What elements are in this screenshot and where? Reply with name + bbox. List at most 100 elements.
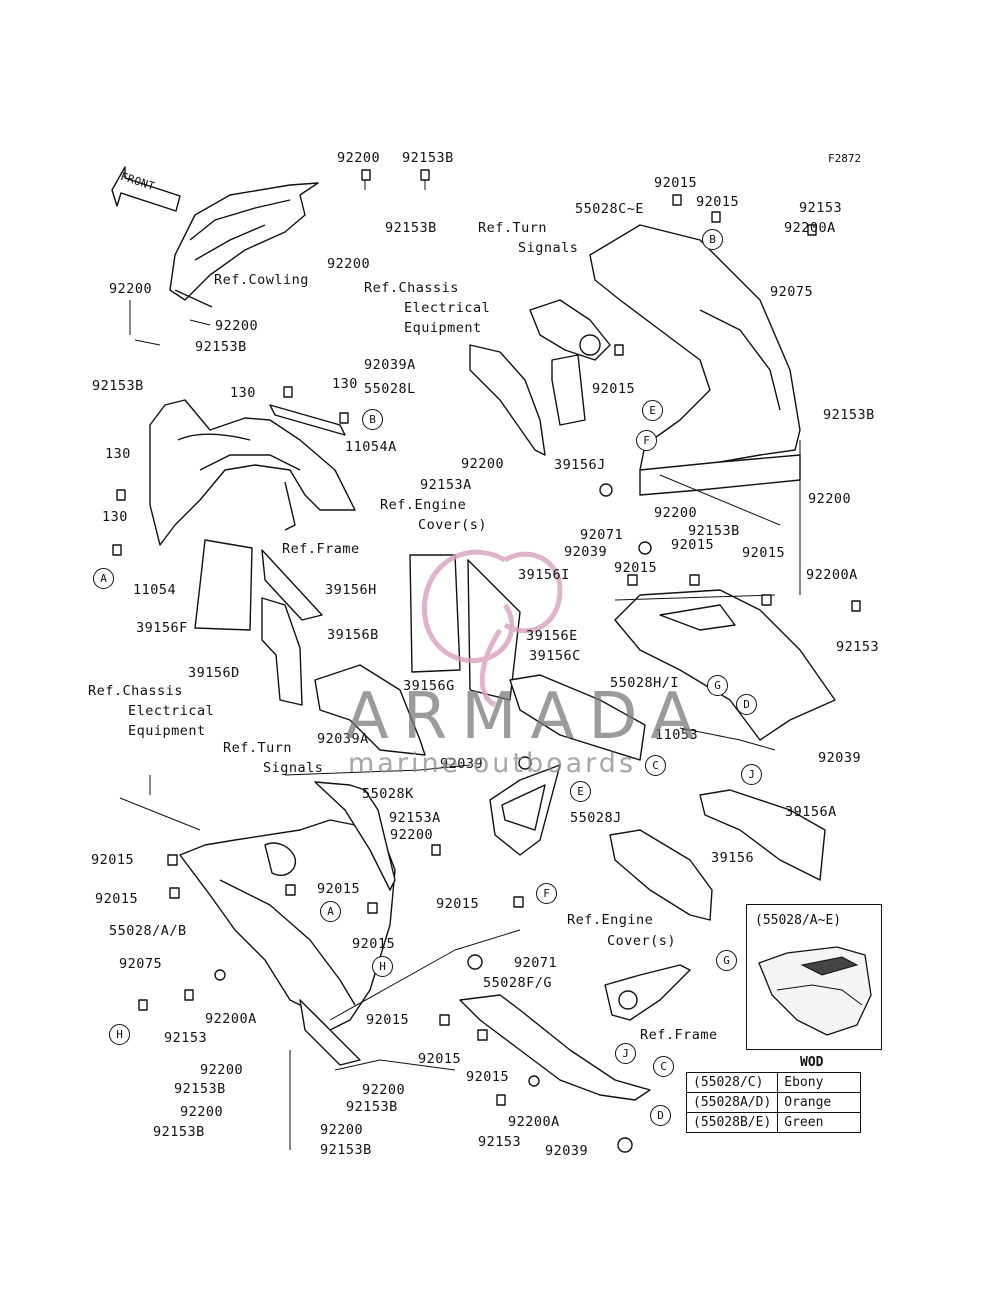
part-label[interactable]: 55028/A/B — [109, 923, 187, 939]
part-label[interactable]: 92153A — [389, 810, 441, 826]
reference-circle-h[interactable]: H — [372, 956, 393, 977]
part-label[interactable]: 92015 — [592, 381, 636, 397]
reference-circle-a[interactable]: A — [320, 901, 341, 922]
part-label[interactable]: 92039 — [564, 544, 608, 560]
part-label[interactable]: 92200 — [390, 827, 434, 843]
part-label[interactable]: 130 — [332, 376, 358, 392]
part-label[interactable]: 92200 — [362, 1082, 406, 1098]
part-label[interactable]: 92153B — [92, 378, 144, 394]
part-label[interactable]: Ref.Engine — [380, 497, 467, 513]
reference-circle-g[interactable]: G — [707, 675, 728, 696]
part-label[interactable]: 92153 — [478, 1134, 522, 1150]
part-label[interactable]: 130 — [102, 509, 128, 525]
part-label[interactable]: 92200 — [320, 1122, 364, 1138]
part-label[interactable]: 92153 — [836, 639, 880, 655]
part-label[interactable]: 39156E — [526, 628, 578, 644]
part-label[interactable]: 92153B — [823, 407, 875, 423]
part-label[interactable]: 39156C — [529, 648, 581, 664]
part-label[interactable]: Ref.Frame — [640, 1027, 718, 1043]
part-label[interactable]: Electrical — [404, 300, 491, 316]
part-label[interactable]: 39156D — [188, 665, 240, 681]
part-label[interactable]: 92153B — [174, 1081, 226, 1097]
part-label[interactable]: 92200 — [180, 1104, 224, 1120]
part-label[interactable]: 92039A — [317, 731, 369, 747]
part-label[interactable]: 39156J — [554, 457, 606, 473]
part-label[interactable]: 92200 — [109, 281, 153, 297]
part-label[interactable]: 92015 — [614, 560, 658, 576]
part-label[interactable]: 92200 — [654, 505, 698, 521]
part-label[interactable]: 55028L — [364, 381, 416, 397]
part-label[interactable]: 92200 — [808, 491, 852, 507]
part-label[interactable]: Electrical — [128, 703, 215, 719]
part-label[interactable]: 130 — [230, 385, 256, 401]
part-label[interactable]: 39156A — [785, 804, 837, 820]
part-label[interactable]: 92200 — [337, 150, 381, 166]
part-label[interactable]: 92153B — [402, 150, 454, 166]
part-label[interactable]: 55028C~E — [575, 201, 645, 217]
part-label[interactable]: 92015 — [696, 194, 740, 210]
part-label[interactable]: 11053 — [655, 727, 699, 743]
part-label[interactable]: 92075 — [119, 956, 163, 972]
reference-circle-j[interactable]: J — [741, 764, 762, 785]
part-label[interactable]: 92015 — [436, 896, 480, 912]
part-label[interactable]: 92153A — [420, 477, 472, 493]
part-label[interactable]: 92071 — [580, 527, 624, 543]
reference-circle-g[interactable]: G — [716, 950, 737, 971]
part-label[interactable]: 92015 — [95, 891, 139, 907]
reference-circle-d[interactable]: D — [736, 694, 757, 715]
part-label[interactable]: 92039A — [364, 357, 416, 373]
part-label[interactable]: 39156B — [327, 627, 379, 643]
reference-circle-a[interactable]: A — [93, 568, 114, 589]
part-label[interactable]: 92153B — [320, 1142, 372, 1158]
part-label[interactable]: 92015 — [466, 1069, 510, 1085]
part-label[interactable]: Signals — [518, 240, 579, 256]
reference-circle-c[interactable]: C — [645, 755, 666, 776]
part-label[interactable]: 92075 — [770, 284, 814, 300]
reference-circle-b[interactable]: B — [702, 229, 723, 250]
reference-circle-f[interactable]: F — [636, 430, 657, 451]
part-label[interactable]: 92200A — [508, 1114, 560, 1130]
part-label[interactable]: 92153 — [799, 200, 843, 216]
part-label[interactable]: 55028F/G — [483, 975, 553, 991]
part-label[interactable]: 92153 — [164, 1030, 208, 1046]
part-label[interactable]: 39156F — [136, 620, 188, 636]
reference-circle-c[interactable]: C — [653, 1056, 674, 1077]
part-label[interactable]: 92015 — [91, 852, 135, 868]
part-label[interactable]: Ref.Frame — [282, 541, 360, 557]
part-label[interactable]: 39156H — [325, 582, 377, 598]
part-label[interactable]: 39156 — [711, 850, 755, 866]
part-label[interactable]: 92039 — [818, 750, 862, 766]
part-label[interactable]: 55028J — [570, 810, 622, 826]
reference-circle-h[interactable]: H — [109, 1024, 130, 1045]
part-label[interactable]: Equipment — [404, 320, 482, 336]
part-label[interactable]: 92153B — [195, 339, 247, 355]
reference-circle-f[interactable]: F — [536, 883, 557, 904]
part-label[interactable]: 92200A — [205, 1011, 257, 1027]
part-label[interactable]: Cover(s) — [607, 933, 677, 949]
part-label[interactable]: 92153B — [385, 220, 437, 236]
part-label[interactable]: Cover(s) — [418, 517, 488, 533]
part-label[interactable]: 11054A — [345, 439, 397, 455]
part-label[interactable]: 55028H/I — [610, 675, 680, 691]
part-label[interactable]: 92015 — [366, 1012, 410, 1028]
part-label[interactable]: 92039 — [440, 756, 484, 772]
fastener-icons[interactable] — [112, 169, 861, 1153]
part-label[interactable]: Ref.Chassis — [88, 683, 183, 699]
reference-circle-b[interactable]: B — [362, 409, 383, 430]
part-label[interactable]: 11054 — [133, 582, 177, 598]
part-label[interactable]: Ref.Cowling — [214, 272, 309, 288]
reference-circle-j[interactable]: J — [615, 1043, 636, 1064]
reference-circle-e[interactable]: E — [642, 400, 663, 421]
part-label[interactable]: 92071 — [514, 955, 558, 971]
part-label[interactable]: 92153B — [153, 1124, 205, 1140]
part-label[interactable]: 130 — [105, 446, 131, 462]
part-label[interactable]: 92015 — [742, 545, 786, 561]
part-label[interactable]: 92015 — [352, 936, 396, 952]
part-label[interactable]: 92039 — [545, 1143, 589, 1159]
part-label[interactable]: 92015 — [654, 175, 698, 191]
part-label[interactable]: Ref.Turn — [478, 220, 548, 236]
part-label[interactable]: 92200A — [806, 567, 858, 583]
part-label[interactable]: 39156I — [518, 567, 570, 583]
part-label[interactable]: 92200 — [200, 1062, 244, 1078]
part-label[interactable]: 92200 — [461, 456, 505, 472]
